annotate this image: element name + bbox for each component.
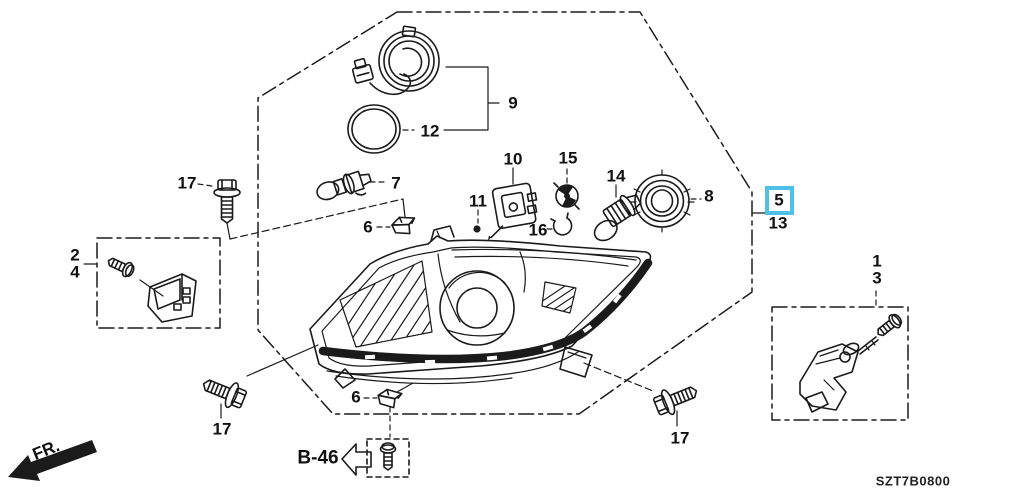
callout-15[interactable]: 15 <box>558 148 578 168</box>
small-screw-icon <box>473 209 481 233</box>
callout-9[interactable]: 9 <box>508 93 518 113</box>
callout-14[interactable]: 14 <box>606 166 626 186</box>
callout-8[interactable]: 8 <box>704 186 714 206</box>
selected-callout-highlight-box[interactable] <box>765 186 794 215</box>
callout-4[interactable]: 4 <box>70 262 80 282</box>
flange-bolt-lower-right-icon <box>583 362 703 427</box>
retaining-clip-upper-icon <box>376 215 417 236</box>
callout-17-upper-left[interactable]: 17 <box>177 173 197 193</box>
seal-cap-icon <box>629 169 702 233</box>
detail-screw-box <box>366 438 410 478</box>
halogen-bulb-icon <box>316 170 385 201</box>
callout-17-lower-right[interactable]: 17 <box>670 428 690 448</box>
o-ring-icon <box>347 104 401 154</box>
callout-6-upper[interactable]: 6 <box>363 217 373 237</box>
callout-1[interactable]: 1 <box>872 251 882 271</box>
diagram-code: SZT7B0800 <box>875 473 951 489</box>
harness-callout-bracket <box>402 66 500 131</box>
turn-signal-bulb-icon <box>593 184 642 242</box>
adjuster-detail-box <box>771 290 909 421</box>
callout-7[interactable]: 7 <box>391 173 401 193</box>
fr-direction-arrow-icon <box>8 440 97 481</box>
wire-harness-coil-icon <box>351 25 440 96</box>
headlight-assembly-drawing <box>309 225 653 389</box>
callout-10[interactable]: 10 <box>503 149 523 169</box>
retaining-clip-lower-icon <box>363 382 414 438</box>
callout-6-lower[interactable]: 6 <box>351 387 361 407</box>
callout-11[interactable]: 11 <box>469 191 487 211</box>
assembly-boundary-outline <box>257 11 753 415</box>
callout-5-selected[interactable]: 5 <box>774 190 784 210</box>
flange-bolt-lower-left-icon <box>197 344 319 419</box>
leveling-motor-icon <box>487 167 538 241</box>
callout-3[interactable]: 3 <box>872 268 882 288</box>
callout-12[interactable]: 12 <box>420 121 440 141</box>
callout-2[interactable]: 2 <box>70 245 80 265</box>
callout-17-lower-left[interactable]: 17 <box>212 419 232 439</box>
callout-13[interactable]: 13 <box>768 213 788 233</box>
detail-ref-arrow-icon <box>341 443 372 476</box>
callout-16[interactable]: 16 <box>528 220 548 240</box>
bracket-detail-box <box>83 237 221 329</box>
detail-ref-link[interactable]: B-46 <box>297 447 339 469</box>
bulb-socket-icon <box>553 168 580 210</box>
flange-bolt-upper-left-icon <box>197 179 406 240</box>
retainer-ring-icon <box>546 212 573 236</box>
